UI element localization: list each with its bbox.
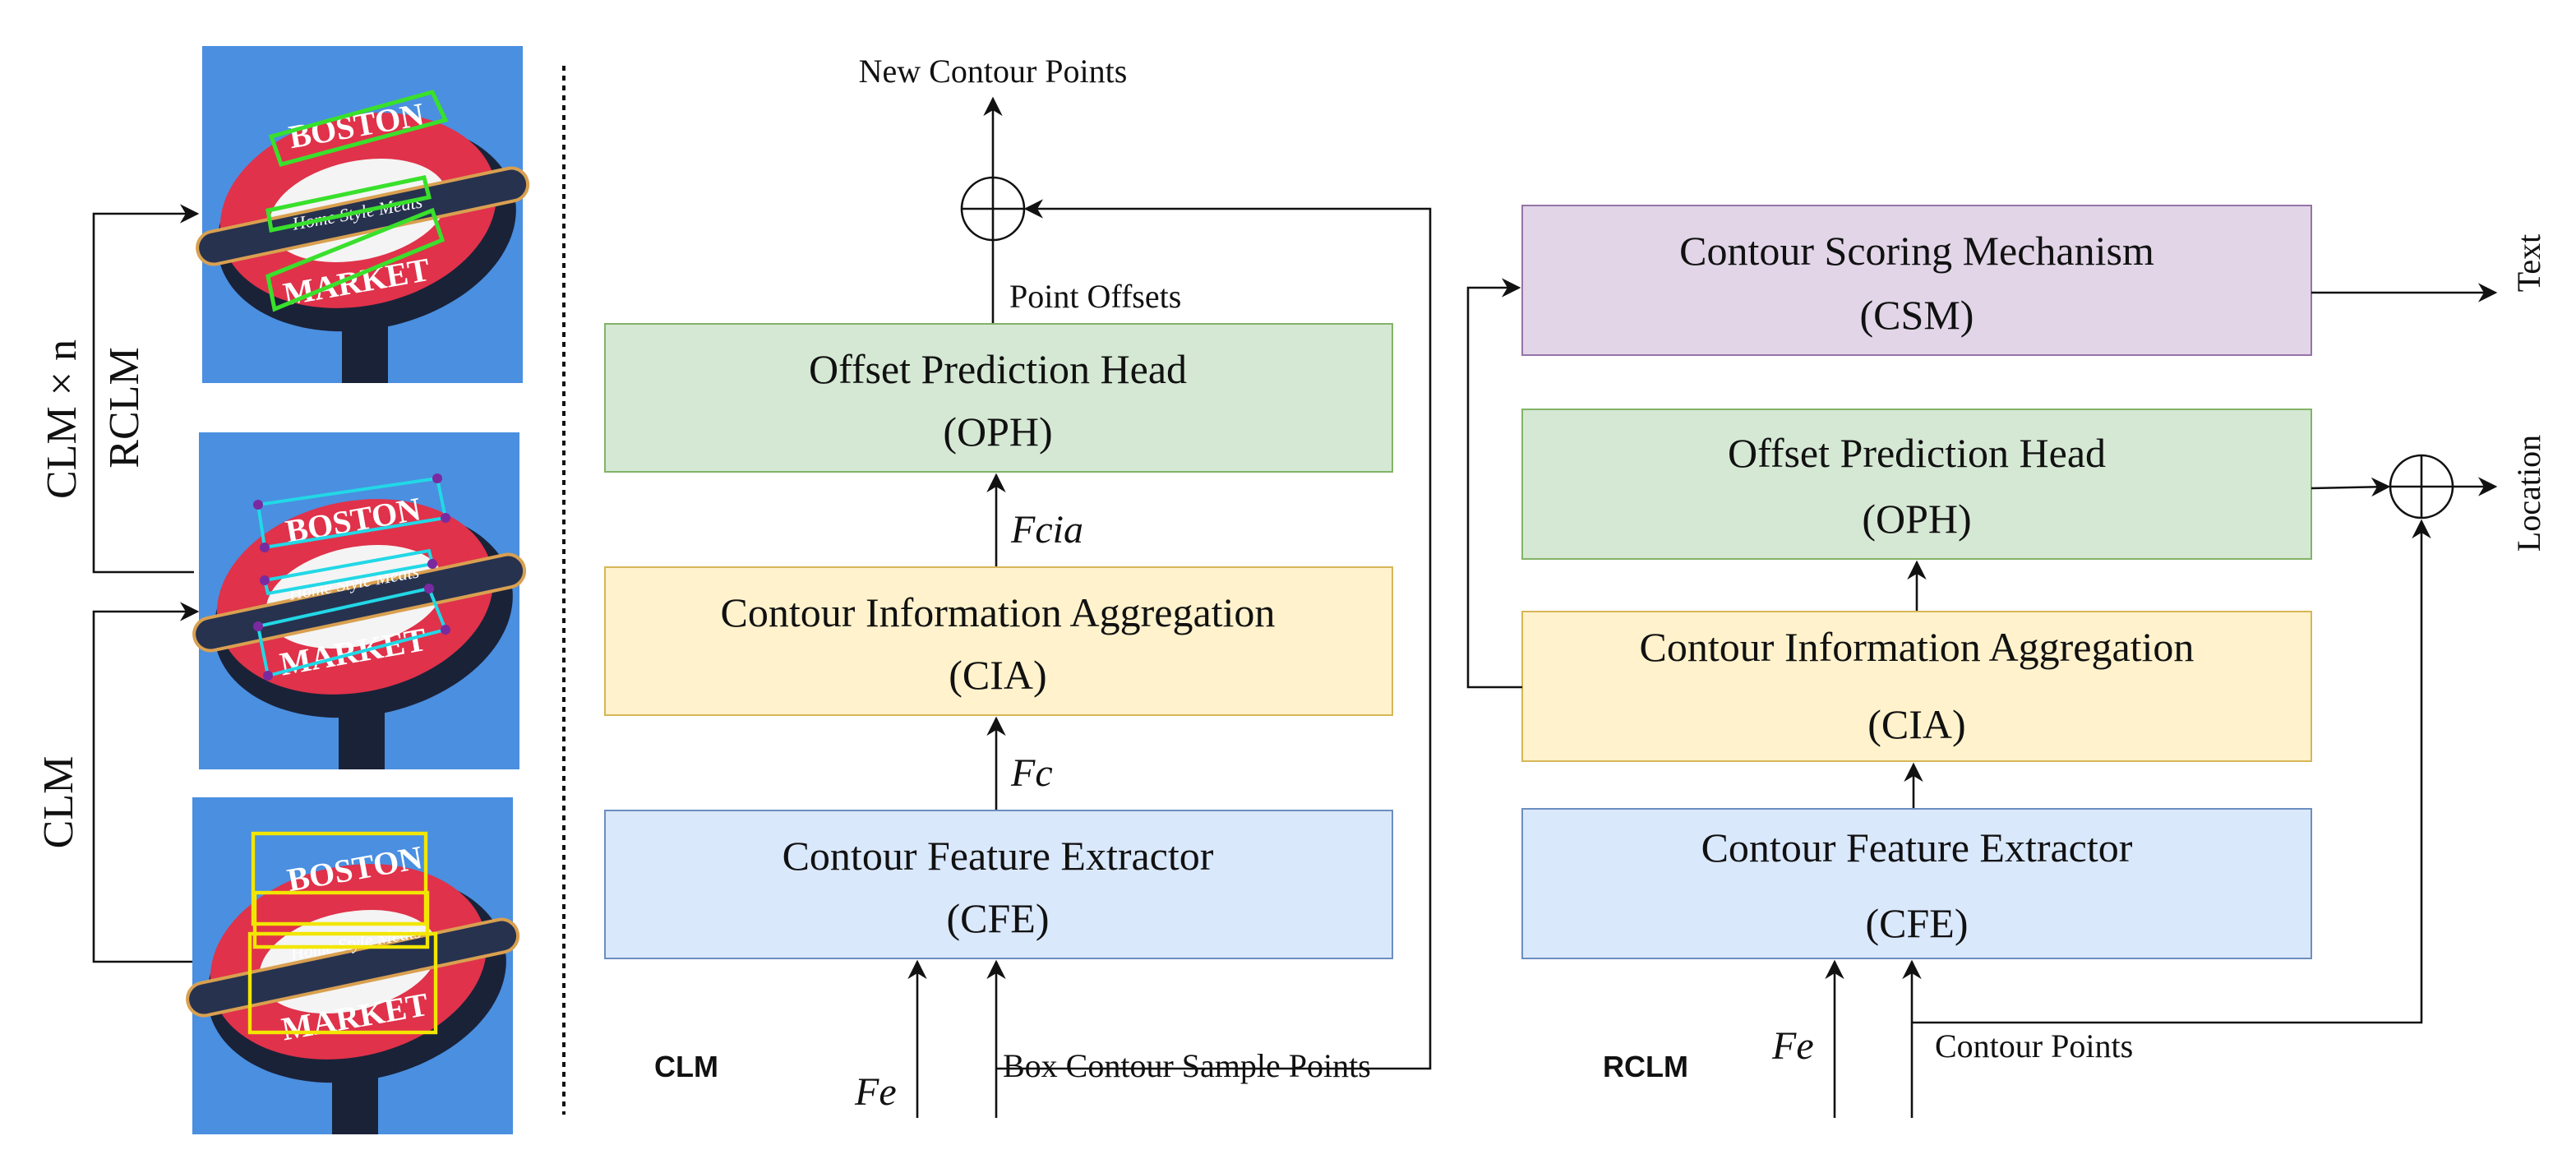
fe-label: Fe: [854, 1070, 897, 1114]
oph-abbr: (OPH): [1862, 496, 1971, 542]
result-image-box: BOSTON Home Style Meats MARKET: [182, 796, 528, 1136]
clm-module: New Contour Points Point Offsets Offset …: [604, 53, 1432, 1118]
cfe-box: [1521, 808, 2312, 959]
clm-arrow: [92, 602, 200, 963]
cia-abbr: (CIA): [1867, 701, 1965, 747]
add-icon: [2389, 454, 2454, 519]
box-contour-sample-points-label: Box Contour Sample Points: [1003, 1047, 1371, 1084]
csm-title: Contour Scoring Mechanism: [1679, 228, 2154, 274]
rclm-module: Contour Scoring Mechanism (CSM) Text Off…: [1466, 205, 2547, 1118]
cia-abbr: (CIA): [949, 652, 1046, 698]
box-proposals: [247, 831, 438, 1035]
cia-box: [1521, 611, 2312, 762]
cfe-abbr: (CFE): [1866, 900, 1969, 946]
left-panel: BOSTON Home Style Meats MARKET BOSTON Ho…: [35, 44, 566, 1136]
fc-label: Fc: [1010, 751, 1053, 795]
result-image-refined: BOSTON Home Style Meats MARKET: [189, 431, 534, 771]
result-image-final: BOSTON Home Style Meats MARKET: [192, 44, 538, 385]
csm-abbr: (CSM): [1860, 292, 1974, 338]
clm-times-n-label: CLM × n: [39, 339, 85, 499]
cfe-abbr: (CFE): [947, 895, 1050, 941]
cia-to-csm-arrow: [1466, 278, 1522, 689]
offset-arrow: [2311, 477, 2391, 497]
skip-connection-arrow: [996, 199, 1432, 1070]
text-output-label: Text: [2510, 234, 2547, 293]
cfe-title: Contour Feature Extractor: [782, 833, 1214, 879]
fe-label: Fe: [1771, 1024, 1814, 1068]
point-offsets-label: Point Offsets: [1009, 278, 1181, 315]
cia-box: [604, 566, 1393, 716]
cfe-title: Contour Feature Extractor: [1701, 824, 2133, 870]
oph-abbr: (OPH): [943, 409, 1052, 455]
contour-points-to-add-arrow: [1912, 519, 2431, 1024]
fcia-label: Fcia: [1010, 508, 1083, 552]
rclm-loop-arrow: [92, 204, 200, 574]
contour-points: [253, 473, 450, 681]
cfe-box: [604, 810, 1393, 959]
oph-title: Offset Prediction Head: [1728, 430, 2106, 476]
final-contours: [265, 90, 449, 312]
add-icon: [960, 176, 1026, 242]
location-output-label: Location: [2510, 435, 2547, 552]
oph-box: [1521, 409, 2312, 560]
cia-title: Contour Information Aggregation: [1640, 624, 2195, 670]
contour-points-label: Contour Points: [1935, 1027, 2133, 1064]
new-contour-points-label: New Contour Points: [859, 53, 1128, 90]
oph-box: [604, 323, 1393, 473]
clm-label: CLM: [654, 1050, 718, 1083]
cia-title: Contour Information Aggregation: [721, 589, 1276, 635]
clm-side-label: CLM: [35, 756, 82, 849]
oph-title: Offset Prediction Head: [809, 346, 1187, 392]
csm-box: [1521, 205, 2312, 356]
rclm-side-label: RCLM: [101, 347, 148, 468]
rclm-label: RCLM: [1603, 1050, 1688, 1083]
